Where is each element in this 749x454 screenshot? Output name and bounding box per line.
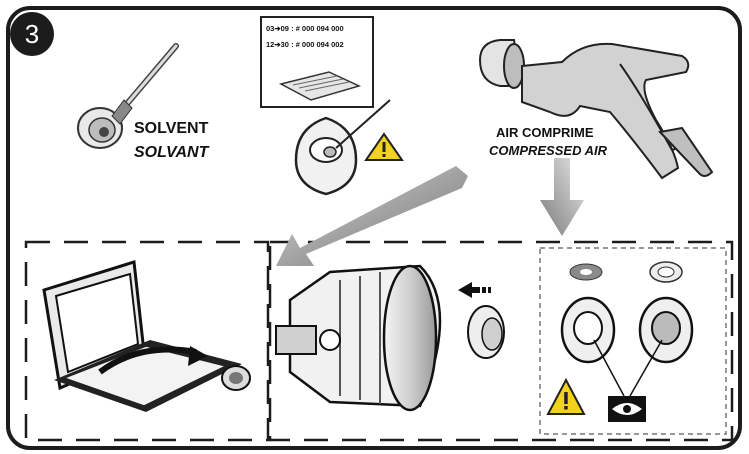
- warning-icon: [546, 377, 586, 415]
- cleaning-case-drawing: [42, 260, 251, 412]
- spray-cap-drawing: [458, 282, 505, 359]
- dashed-box-nozzle: [268, 240, 734, 442]
- part-ref-row: 12➔30 : # 000 094 002: [266, 40, 344, 49]
- air-label-en: COMPRESSED AIR: [489, 143, 607, 158]
- part-ref-row: 03➔09 : # 000 094 000: [266, 24, 344, 33]
- part-ref-range: 03➔09: [266, 24, 289, 33]
- dashed-box-case: [24, 240, 270, 442]
- brush-icon: [77, 43, 179, 149]
- solvent-label-en: SOLVANT: [134, 144, 209, 161]
- eye-icon: [608, 396, 646, 422]
- arrow-icon: [276, 158, 584, 266]
- solvent-label-fr: SOLVENT: [134, 120, 209, 137]
- part-ref-separator: :: [291, 24, 294, 33]
- part-ref-range: 12➔30: [266, 40, 289, 49]
- nozzle-cap-drawing: [294, 99, 391, 196]
- spare-nozzle-pack-icon: [278, 71, 362, 101]
- part-ref-number: # 000 094 000: [295, 24, 344, 33]
- dashed-box-inspect: [539, 247, 727, 435]
- inspection-parts-drawing: [560, 261, 694, 397]
- air-gun-icon: [478, 39, 714, 180]
- nozzle-assembly-drawing: [275, 264, 442, 412]
- outer-frame: [6, 6, 742, 450]
- part-reference-card: 03➔09 : # 000 094 000 12➔30 : # 000 094 …: [260, 16, 374, 108]
- part-ref-number: # 000 094 002: [295, 40, 344, 49]
- warning-icon: [364, 132, 404, 161]
- part-ref-separator: :: [291, 40, 294, 49]
- step-number-badge: 3: [10, 12, 54, 56]
- air-label-fr: AIR COMPRIME: [496, 125, 594, 140]
